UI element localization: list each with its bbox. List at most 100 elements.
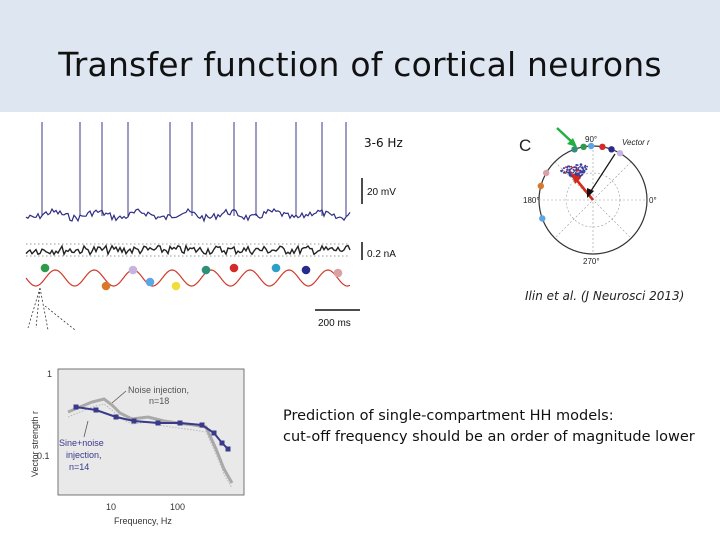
sine-label-line3: n=14	[69, 462, 89, 472]
phase-scatter-point	[580, 170, 583, 173]
phase-marker-dot	[101, 281, 111, 291]
phase-scatter-point	[570, 165, 573, 168]
phase-scatter-point	[569, 174, 571, 177]
phase-scatter-point	[577, 167, 580, 169]
green-pointer-head	[567, 138, 577, 147]
phase-marker-dot	[171, 281, 181, 291]
phase-scatter-point	[574, 173, 577, 175]
phase-marker-dot	[229, 263, 239, 273]
phase-scatter-point	[585, 168, 588, 171]
sine-noise-marker	[113, 414, 119, 420]
y-axis-label: Vector strength r	[30, 411, 40, 477]
phase-marker-dot	[301, 265, 311, 275]
phase-scatter-point	[582, 171, 585, 174]
x-tick-100: 100	[170, 502, 185, 512]
sine-noise-marker	[177, 420, 183, 426]
phase-scatter-point	[586, 165, 588, 168]
phase-markers	[40, 263, 343, 291]
noise-label-line2: n=18	[149, 396, 169, 406]
panel-letter: C	[519, 136, 531, 155]
phase-scatter-point	[565, 170, 568, 173]
phase-scatter-point	[573, 170, 576, 172]
rim-phase-markers	[537, 142, 624, 222]
phase-scatter-point	[571, 166, 574, 169]
angle-0-label: 0°	[649, 196, 657, 205]
phase-scatter-point	[561, 169, 564, 171]
vector-strength-plot: Vector strength r 1 0.1 10 100 Frequency…	[30, 368, 245, 526]
phase-scatter-point	[581, 167, 584, 169]
slide-title: Transfer function of cortical neurons	[58, 45, 662, 84]
angle-90-label: 90°	[585, 135, 597, 144]
angle-180-label: 180°	[523, 196, 540, 205]
noise-injection-error	[67, 403, 233, 489]
phase-scatter-point	[573, 166, 575, 169]
phase-marker-dot	[40, 263, 50, 273]
phase-scatter-point	[563, 171, 566, 174]
rim-marker-dot	[599, 143, 606, 150]
trace-figure: 20 mV 0.2 nA 200 ms	[25, 122, 396, 331]
phase-marker-dot	[201, 265, 211, 275]
vector-label-pointer-head	[587, 188, 594, 198]
voltage-trace	[25, 207, 351, 223]
rim-marker-dot	[537, 182, 544, 190]
rim-marker-dot	[616, 150, 624, 157]
sine-noise-marker	[211, 430, 217, 436]
phase-scatter-point	[577, 169, 580, 172]
angle-270-label: 270°	[583, 257, 600, 266]
phase-scatter-point	[579, 165, 581, 168]
x-tick-10: 10	[106, 502, 116, 512]
vector-r-arrowhead	[571, 173, 581, 184]
noise-injection-curve	[67, 397, 234, 484]
x-axis-label: Frequency, Hz	[114, 516, 172, 526]
phase-scatter-point	[568, 172, 570, 174]
phase-scatter-point	[564, 166, 567, 168]
y-tick-1: 1	[47, 369, 52, 379]
sine-noise-marker	[93, 407, 99, 413]
green-pointer-arrow	[556, 127, 574, 144]
prediction-text: Prediction of single-compartment HH mode…	[283, 406, 695, 448]
voltage-scale-label: 20 mV	[367, 187, 396, 198]
frequency-label: 3-6 Hz	[364, 136, 403, 150]
phase-marker-dot	[271, 263, 281, 273]
electrode-lines	[27, 287, 49, 331]
phase-scatter-point	[566, 168, 568, 171]
sine-noise-marker	[155, 420, 161, 426]
phase-scatter-point	[575, 164, 578, 166]
phase-marker-dot	[333, 268, 343, 278]
sine-noise-markers	[73, 404, 231, 452]
phase-scatter-point	[580, 163, 583, 166]
phase-scatter-point	[582, 169, 584, 172]
citation: Ilin et al. (J Neurosci 2013)	[525, 289, 685, 303]
sine-noise-marker	[219, 440, 225, 446]
sine-noise-marker	[131, 418, 137, 424]
prediction-line-1: Prediction of single-compartment HH mode…	[283, 408, 614, 424]
noise-label-line1: Noise injection,	[128, 385, 189, 395]
vector-r-arrow	[573, 177, 595, 201]
time-scale-label: 200 ms	[318, 318, 351, 329]
phase-scatter-point	[575, 168, 578, 170]
phase-scatter-point	[578, 172, 581, 174]
phase-scatter-point	[566, 166, 569, 168]
sine-noise-curve	[75, 406, 229, 450]
phase-scatter-point	[576, 170, 578, 172]
phase-scatter-point	[576, 164, 579, 166]
y-tick-0-1: 0.1	[37, 451, 50, 461]
phase-scatter-point	[584, 166, 586, 169]
phase-scatter-point	[563, 167, 566, 169]
action-potential-spikes	[41, 122, 347, 216]
rim-marker-dot	[543, 169, 550, 177]
sine-noise-marker	[73, 404, 79, 410]
vector-r-label: Vector r	[622, 138, 650, 147]
phase-scatter-points	[560, 163, 588, 180]
sine-label-line2: injection,	[66, 450, 102, 460]
rim-marker-dot	[580, 143, 587, 150]
rim-marker-dot	[587, 142, 595, 150]
phase-scatter-point	[576, 172, 579, 175]
electrode-lines-right	[44, 305, 76, 331]
sine-label-line1: Sine+noise	[59, 438, 104, 448]
current-scale-label: 0.2 nA	[367, 249, 396, 260]
polar-phase-plot: C 90° Vector r 0° 180° 270°	[519, 127, 657, 266]
noise-label-leader	[111, 390, 127, 404]
rim-marker-dot	[608, 146, 615, 153]
phase-marker-dot	[128, 265, 138, 275]
